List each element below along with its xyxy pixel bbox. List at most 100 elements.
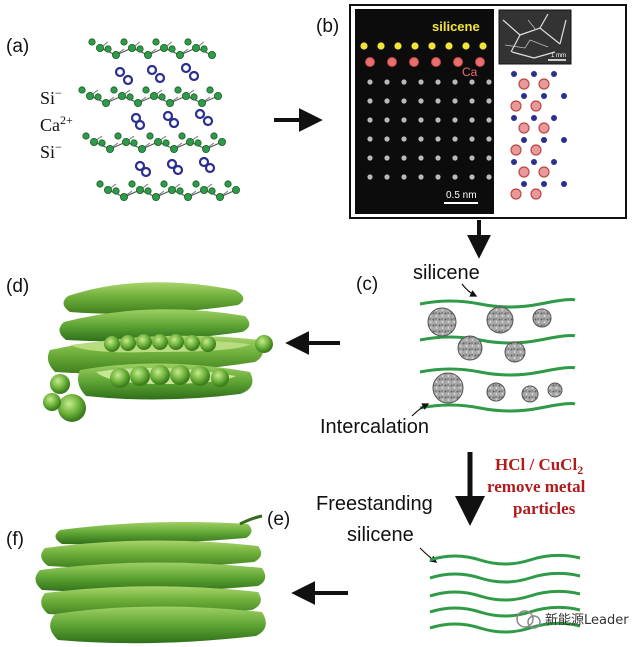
freestanding-sheet	[429, 621, 581, 634]
si-atom	[86, 92, 95, 101]
model-small-atom	[561, 93, 567, 99]
tem-lattice-dot	[469, 136, 475, 142]
watermark-text: 新能源Leader	[545, 612, 629, 628]
intercalation-label: Intercalation	[320, 416, 429, 438]
si-atom	[120, 192, 129, 201]
si-atom	[176, 187, 184, 195]
ca-atom	[172, 164, 184, 176]
model-small-atom	[521, 93, 527, 99]
tem-ca-dot	[365, 57, 375, 67]
tem-silicene-dot	[411, 42, 419, 50]
silicene-sheets-with-particles	[419, 298, 576, 413]
ion-label-si-top: Si−	[40, 86, 62, 108]
ca-atom	[134, 160, 146, 172]
freestanding-silicene-sheets	[429, 553, 581, 634]
model-small-atom	[531, 115, 537, 121]
si-atom	[191, 44, 200, 53]
si-atom	[130, 139, 138, 147]
ca-atom	[204, 162, 216, 174]
si-atom	[110, 86, 118, 94]
tem-lattice-dot	[384, 155, 390, 161]
si-atom	[224, 180, 232, 188]
ca-atom	[188, 70, 200, 82]
tem-ca-dot	[387, 57, 397, 67]
metal-particle	[521, 385, 539, 403]
tem-lattice-dot	[418, 174, 424, 180]
metal-particle	[532, 308, 552, 328]
model-small-atom	[551, 71, 557, 77]
watermark: 新能源Leader	[516, 610, 629, 629]
si-atom	[94, 93, 102, 101]
si-atom	[210, 132, 218, 140]
tem-lattice-dot	[367, 174, 373, 180]
wechat-icon	[516, 610, 534, 628]
model-small-atom	[511, 115, 517, 121]
si-atom	[106, 144, 115, 153]
ca-atom	[180, 62, 192, 74]
si-atom	[82, 132, 90, 140]
tem-lattice-dot	[469, 98, 475, 104]
tem-lattice-dot	[486, 136, 492, 142]
tem-scale-label: 0.5 nm	[446, 190, 477, 201]
tem-lattice-dot	[452, 136, 458, 142]
panel-label-d: (d)	[6, 276, 29, 297]
tem-lattice-dot	[486, 79, 492, 85]
tem-lattice-dot	[384, 136, 390, 142]
tem-lattice-dot	[486, 174, 492, 180]
tem-lattice-dot	[384, 174, 390, 180]
pod-second	[59, 309, 250, 342]
model-large-atom	[538, 78, 550, 90]
tem-lattice-dot	[469, 174, 475, 180]
si-atom	[137, 144, 146, 153]
si-atom	[127, 44, 136, 53]
model-small-atom	[511, 159, 517, 165]
tem-lattice-dot	[435, 155, 441, 161]
freestanding-sheet	[429, 605, 581, 618]
tem-lattice-dot	[367, 79, 373, 85]
process-line-1: HCl / CuCl2	[495, 455, 583, 477]
tem-lattice-dot	[418, 136, 424, 142]
si-atom	[215, 192, 224, 201]
model-small-atom	[561, 137, 567, 143]
si-atom	[206, 86, 214, 94]
model-small-atom	[521, 137, 527, 143]
si-atom	[162, 139, 170, 147]
model-large-atom	[518, 78, 530, 90]
si-atom	[153, 137, 162, 146]
model-small-atom	[521, 181, 527, 187]
tem-lattice-dot	[435, 117, 441, 123]
metal-particle	[427, 307, 457, 337]
tem-ca-dot	[431, 57, 441, 67]
si-atom	[197, 99, 206, 108]
ca-atom	[140, 166, 152, 178]
si-atom	[181, 92, 190, 101]
tem-lattice-dot	[367, 155, 373, 161]
metal-particle	[432, 372, 464, 404]
model-small-atom	[531, 159, 537, 165]
si-atom	[118, 92, 127, 101]
si-atom	[112, 51, 121, 60]
si-atom	[122, 137, 131, 146]
si-atom	[143, 51, 152, 60]
si-atom	[217, 137, 226, 146]
tem-lattice-dot	[367, 98, 373, 104]
ca-atom	[122, 74, 134, 86]
ca-atom	[114, 66, 126, 78]
tem-lattice-dot	[435, 79, 441, 85]
tem-lattice-dot	[418, 79, 424, 85]
tem-ca-dot	[475, 57, 485, 67]
si-atom	[194, 139, 202, 147]
tem-lattice-dot	[452, 79, 458, 85]
tem-silicene-dot	[394, 42, 402, 50]
model-large-atom	[510, 188, 522, 200]
tem-lattice-dot	[435, 136, 441, 142]
inset-scale-label: 1 mm	[551, 53, 566, 59]
tem-lattice-dot	[469, 155, 475, 161]
panel-label-f: (f)	[6, 529, 24, 550]
si-atom	[159, 44, 168, 53]
si-atom	[183, 192, 192, 201]
panel-label-b: (b)	[316, 16, 339, 37]
si-atom	[192, 180, 200, 188]
silicene-sheet	[419, 334, 576, 345]
si-atom	[104, 45, 112, 53]
